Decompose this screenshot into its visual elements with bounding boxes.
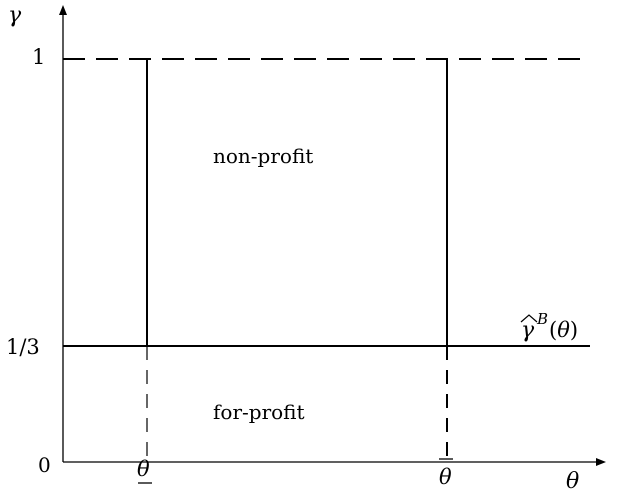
gamma-hat-argument: (θ) [549,318,578,342]
origin-label: 0 [38,453,51,477]
theta-upper-symbol: θ [439,465,452,489]
x-tick-theta-lower: θ [137,457,152,484]
y-tick-one-third: 1/3 [6,335,40,359]
gamma-hat-superscript: B [536,310,548,328]
gamma-hat-label: γ B (θ) [520,310,578,343]
y-axis-arrowhead [59,5,67,15]
region-label-for-profit: for-profit [213,400,305,424]
theta-lower-symbol: θ [137,457,150,481]
gamma-hat-accent [520,314,538,323]
region-label-non-profit: non-profit [213,144,313,168]
y-axis-label: γ [8,3,22,28]
x-tick-theta-upper: θ [439,458,453,489]
gamma-hat-base: γ [521,318,535,343]
y-tick-one: 1 [32,45,45,69]
x-axis-arrowhead [596,458,606,466]
x-axis-label: θ [566,469,579,494]
